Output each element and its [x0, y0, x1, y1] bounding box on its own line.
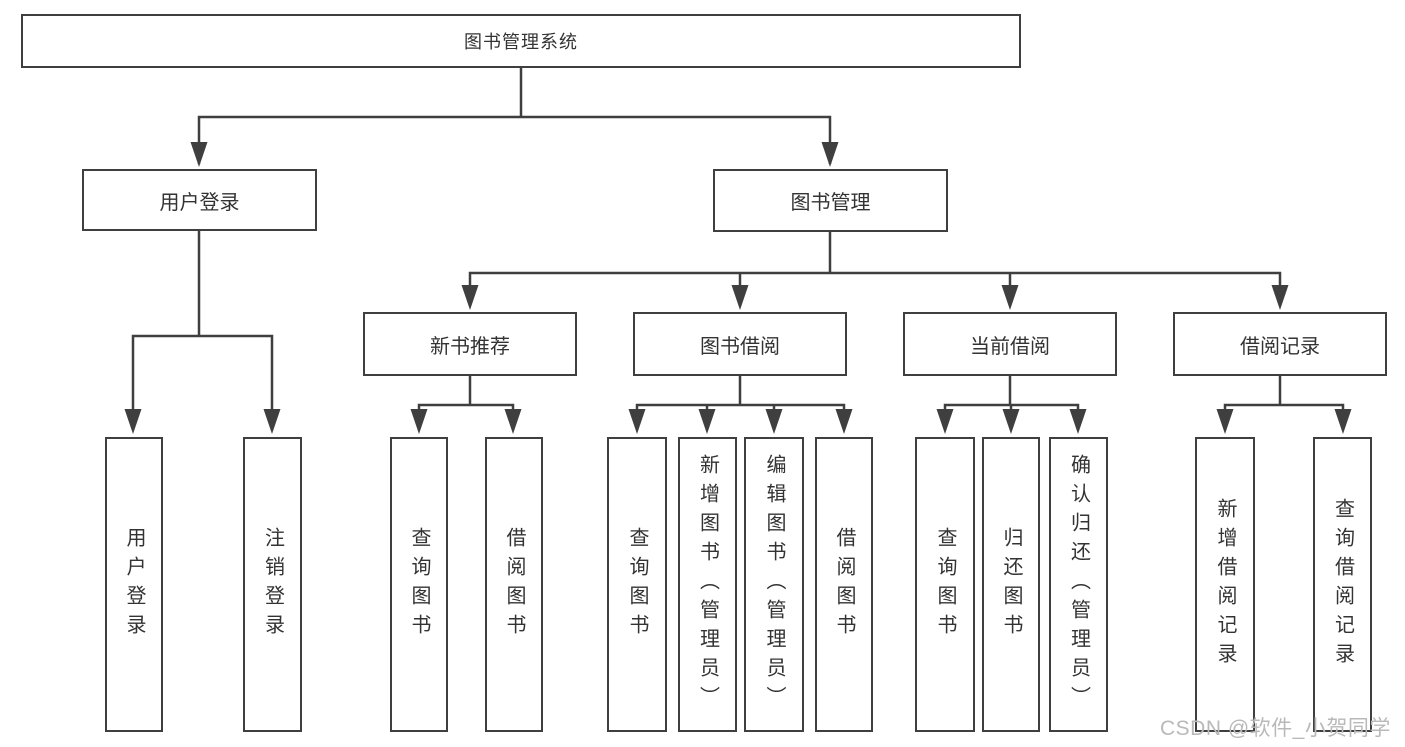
leaf-borrow-borrow-books: 借阅图书 [815, 437, 873, 732]
node-book-management: 图书管理 [713, 169, 948, 232]
leaf-records-query-borrow-record: 查询借阅记录 [1313, 437, 1372, 732]
node-label: 确认归还（管理员） [1067, 454, 1090, 715]
csdn-watermark: CSDN @软件_小贺同学 [1160, 717, 1391, 740]
leaf-user-login: 用户登录 [105, 437, 163, 732]
node-label: 注销登录 [261, 526, 284, 643]
node-label: 用户登录 [123, 526, 145, 643]
leaf-current-query-books: 查询图书 [915, 437, 975, 732]
node-label: 查询图书 [934, 526, 956, 643]
leaf-borrow-edit-books-admin: 编辑图书（管理员） [744, 437, 804, 732]
node-user-login: 用户登录 [82, 169, 317, 231]
node-label: 借阅图书 [503, 526, 525, 643]
node-label: 图书管理系统 [464, 32, 578, 52]
node-label: 借阅图书 [833, 526, 855, 643]
connector-paths [131, 68, 1345, 412]
node-current-borrow: 当前借阅 [903, 312, 1117, 376]
node-borrow-records: 借阅记录 [1173, 312, 1387, 376]
node-label: 用户登录 [159, 191, 240, 214]
node-label: 图书借阅 [700, 335, 780, 358]
node-label: 编辑图书（管理员） [763, 454, 785, 715]
leaf-borrow-query-books: 查询图书 [607, 437, 667, 732]
node-label: 当前借阅 [970, 335, 1050, 358]
node-label: 新书推荐 [430, 335, 510, 358]
node-label: 查询图书 [408, 526, 430, 643]
node-label: 归还图书 [1000, 526, 1022, 643]
leaf-borrow-add-books-admin: 新增图书（管理员） [678, 437, 737, 732]
node-book-borrow: 图书借阅 [633, 312, 847, 376]
leaf-current-return-books: 归还图书 [982, 437, 1040, 732]
node-label: 新增图书（管理员） [696, 454, 719, 715]
leaf-logout: 注销登录 [243, 437, 302, 732]
leaf-records-add-borrow-record: 新增借阅记录 [1195, 437, 1255, 732]
leaf-current-confirm-return-admin: 确认归还（管理员） [1049, 437, 1108, 732]
leaf-recommend-borrow-books: 借阅图书 [485, 437, 543, 732]
node-library-management-system: 图书管理系统 [21, 14, 1021, 68]
leaf-recommend-query-books: 查询图书 [390, 437, 448, 732]
node-label: 查询图书 [626, 526, 648, 643]
arrowheads [124, 142, 1352, 434]
node-new-book-recommend: 新书推荐 [363, 312, 577, 376]
node-label: 查询借阅记录 [1331, 497, 1354, 672]
node-label: 图书管理 [790, 192, 871, 214]
node-label: 新增借阅记录 [1214, 497, 1236, 672]
node-label: 借阅记录 [1240, 335, 1320, 358]
